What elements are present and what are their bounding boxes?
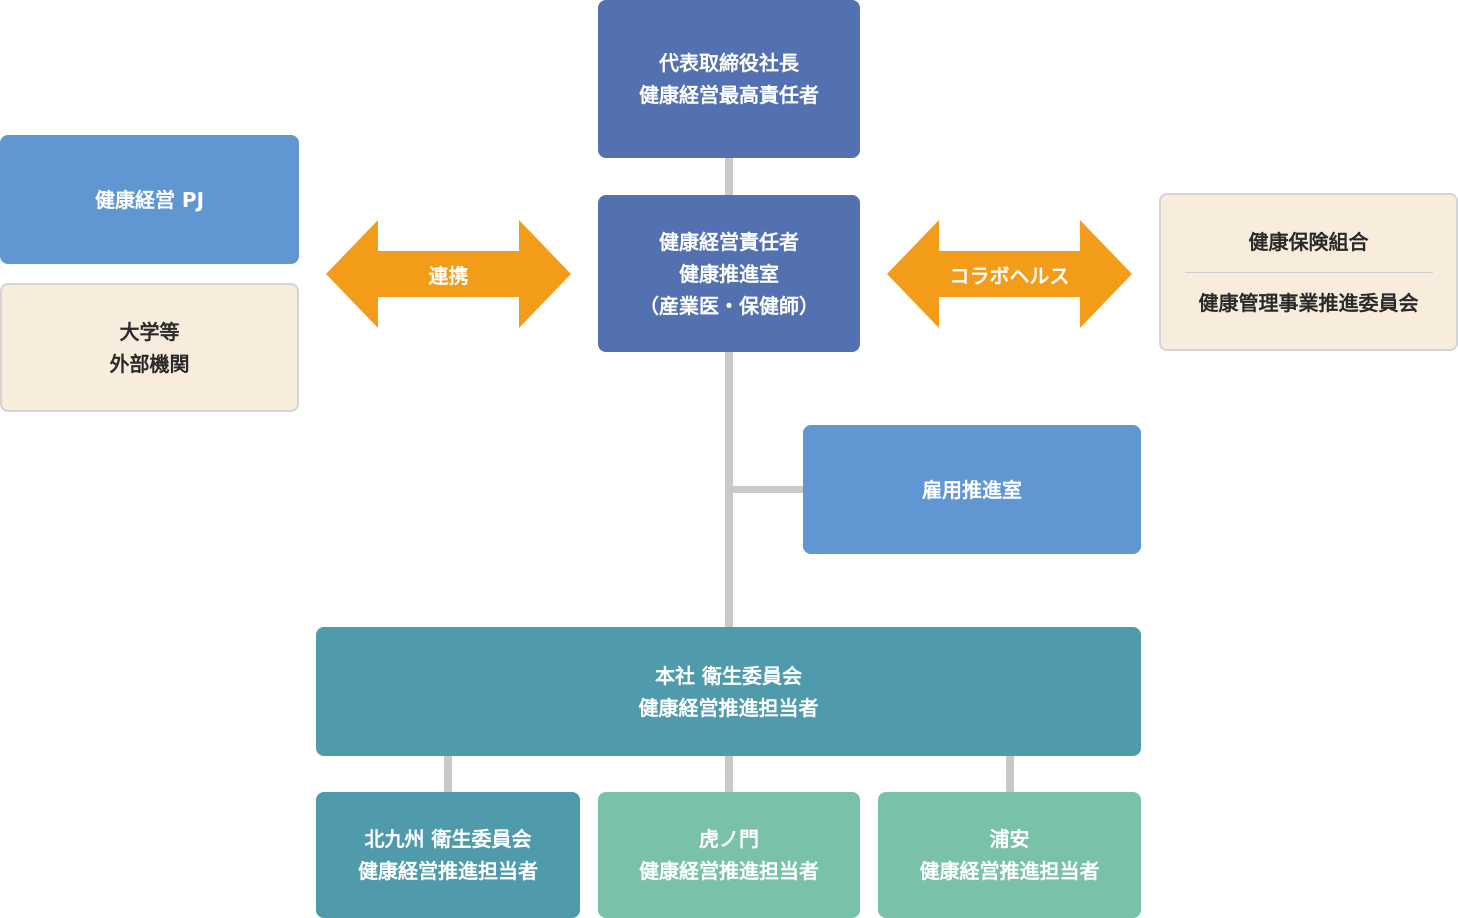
insurance-union-box: 健康保険組合 健康管理事業推進委員会 [1159,193,1458,351]
health-office-name: 健康推進室 [679,261,779,286]
connector-hq-toranomon [725,755,733,793]
external-org-line2: 外部機関 [109,351,190,376]
health-office-staff: （産業医・保健師） [639,293,819,318]
branch-toranomon-role: 健康経営推進担当者 [639,859,819,883]
hq-committee-role: 健康経営推進担当者 [638,695,819,720]
connector-branch-employment [729,486,804,493]
branch-toranomon-box: 虎ノ門 健康経営推進担当者 [598,792,860,918]
ceo-box: 代表取締役社長 健康経営最高責任者 [598,0,860,158]
ceo-title: 代表取締役社長 [659,51,799,75]
collabo-health-arrow-shape [887,220,1132,328]
health-office-responsible: 健康経営責任者 [659,229,799,254]
hq-committee-box: 本社 衛生委員会 健康経営推進担当者 [316,627,1141,756]
insurance-union-name: 健康保険組合 [1248,229,1369,254]
collabo-health-label: コラボヘルス [949,263,1070,288]
connector-hq-kitakyushu [444,755,452,793]
branch-urayasu-role: 健康経営推進担当者 [919,859,1100,883]
collaboration-arrow-left [326,220,571,328]
branch-kitakyushu-name: 北九州 衛生委員会 [364,827,532,851]
collaboration-arrow-left-shape [326,220,571,328]
connector-ceo-office [725,157,733,195]
health-office-box: 健康経営責任者 健康推進室 （産業医・保健師） [598,195,860,352]
employment-office-box: 雇用推進室 [803,425,1141,554]
health-pj-box: 健康経営 PJ [0,135,299,264]
external-org-line1: 大学等 [119,319,180,344]
ceo-role: 健康経営最高責任者 [639,83,819,107]
branch-urayasu-name: 浦安 [989,827,1030,851]
collabo-health-arrow [887,220,1132,328]
health-pj-label: 健康経営 PJ [94,187,205,212]
employment-office-label: 雇用推進室 [922,477,1022,502]
collaboration-label: 連携 [428,263,469,288]
external-org-box: 大学等 外部機関 [0,283,299,412]
branch-toranomon-name: 虎ノ門 [699,827,759,851]
branch-urayasu-box: 浦安 健康経営推進担当者 [878,792,1141,918]
insurance-divider [1184,271,1433,273]
connector-hq-urayasu [1006,755,1014,793]
branch-kitakyushu-role: 健康経営推進担当者 [358,859,538,883]
insurance-committee-name: 健康管理事業推進委員会 [1198,290,1419,315]
branch-kitakyushu-box: 北九州 衛生委員会 健康経営推進担当者 [316,792,580,918]
hq-committee-name: 本社 衛生委員会 [655,663,802,688]
